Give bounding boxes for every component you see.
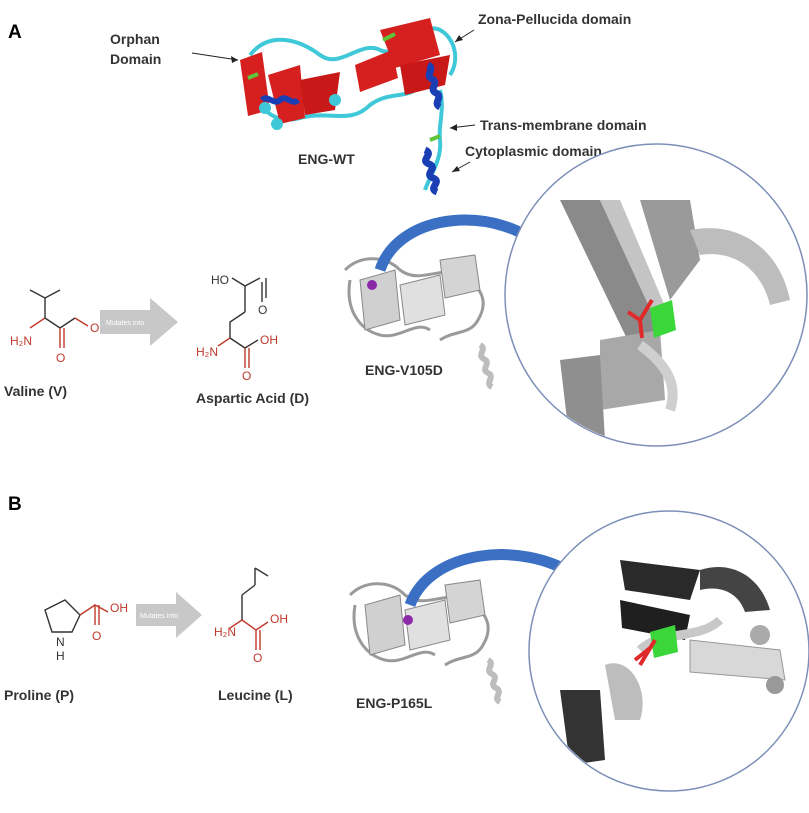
sphere-1 — [259, 102, 271, 114]
valine-o: O — [56, 351, 65, 365]
zoom-circle-b — [528, 510, 809, 792]
sheet-2 — [268, 65, 305, 124]
asp-o-bottom: O — [242, 369, 251, 383]
valine-structure — [29, 289, 89, 348]
sphere-2 — [271, 118, 283, 130]
zona-pointer-head — [455, 35, 463, 42]
helix-tm — [422, 146, 440, 196]
asp-ho: HO — [211, 273, 229, 287]
leucine-o: O — [253, 651, 262, 665]
zoom-circle-a — [504, 143, 808, 447]
proline-oh: OH — [110, 601, 128, 615]
proline-n: N — [56, 635, 65, 649]
sheet-3 — [300, 72, 340, 115]
leucine-structure — [229, 567, 269, 650]
valine-nh2: H₂N — [10, 334, 32, 348]
turn-1 — [247, 72, 259, 80]
asp-oh: OH — [260, 333, 278, 347]
orphan-label-line2: Domain — [110, 51, 161, 67]
helix-2 — [425, 61, 443, 111]
leucine-nh2: H₂N — [214, 625, 236, 639]
mutates-into-arrow-a: Mutates into — [100, 298, 178, 346]
proline-o: O — [92, 629, 101, 643]
valine-label: Valine (V) — [4, 383, 67, 399]
aspartic-label: Aspartic Acid (D) — [196, 390, 309, 406]
mutates-into-text-b: Mutates into — [140, 613, 178, 620]
turn-3 — [429, 134, 441, 142]
eng-wt-label: ENG-WT — [298, 151, 355, 167]
proline-structure — [44, 599, 109, 633]
helix-1 — [259, 95, 301, 105]
orphan-pointer-head — [231, 56, 238, 63]
eng-v105d-structure — [343, 254, 494, 390]
aspartic-acid-structure — [217, 277, 267, 368]
sphere-3 — [329, 94, 341, 106]
mutates-into-text-a: Mutates into — [106, 320, 144, 327]
cyto-pointer-head — [452, 166, 460, 172]
panel-b-label: B — [8, 494, 22, 515]
transmembrane-label: Trans-membrane domain — [480, 117, 647, 133]
sheet-5 — [380, 18, 440, 68]
leucine-label: Leucine (L) — [218, 687, 293, 703]
v105d-label: ENG-V105D — [365, 362, 443, 378]
asp-nh2: H₂N — [196, 345, 218, 359]
orphan-pointer — [191, 52, 239, 61]
turn-2 — [382, 32, 396, 42]
sheet-4 — [355, 50, 398, 92]
leucine-oh: OH — [270, 612, 288, 626]
proline-label: Proline (P) — [4, 687, 74, 703]
panel-a-label: A — [8, 22, 22, 43]
mutates-into-arrow-b: Mutates into — [136, 592, 202, 638]
asp-o-top: O — [258, 303, 267, 317]
tm-pointer-head — [450, 124, 457, 131]
zona-label: Zona-Pellucida domain — [478, 11, 631, 27]
eng-p165l-structure — [348, 579, 502, 705]
eng-wt-structure — [240, 18, 458, 196]
p165l-label: ENG-P165L — [356, 695, 433, 711]
cytoplasmic-label: Cytoplasmic domain — [465, 143, 602, 159]
proline-h: H — [56, 649, 65, 663]
orphan-label-line1: Orphan — [110, 31, 160, 47]
